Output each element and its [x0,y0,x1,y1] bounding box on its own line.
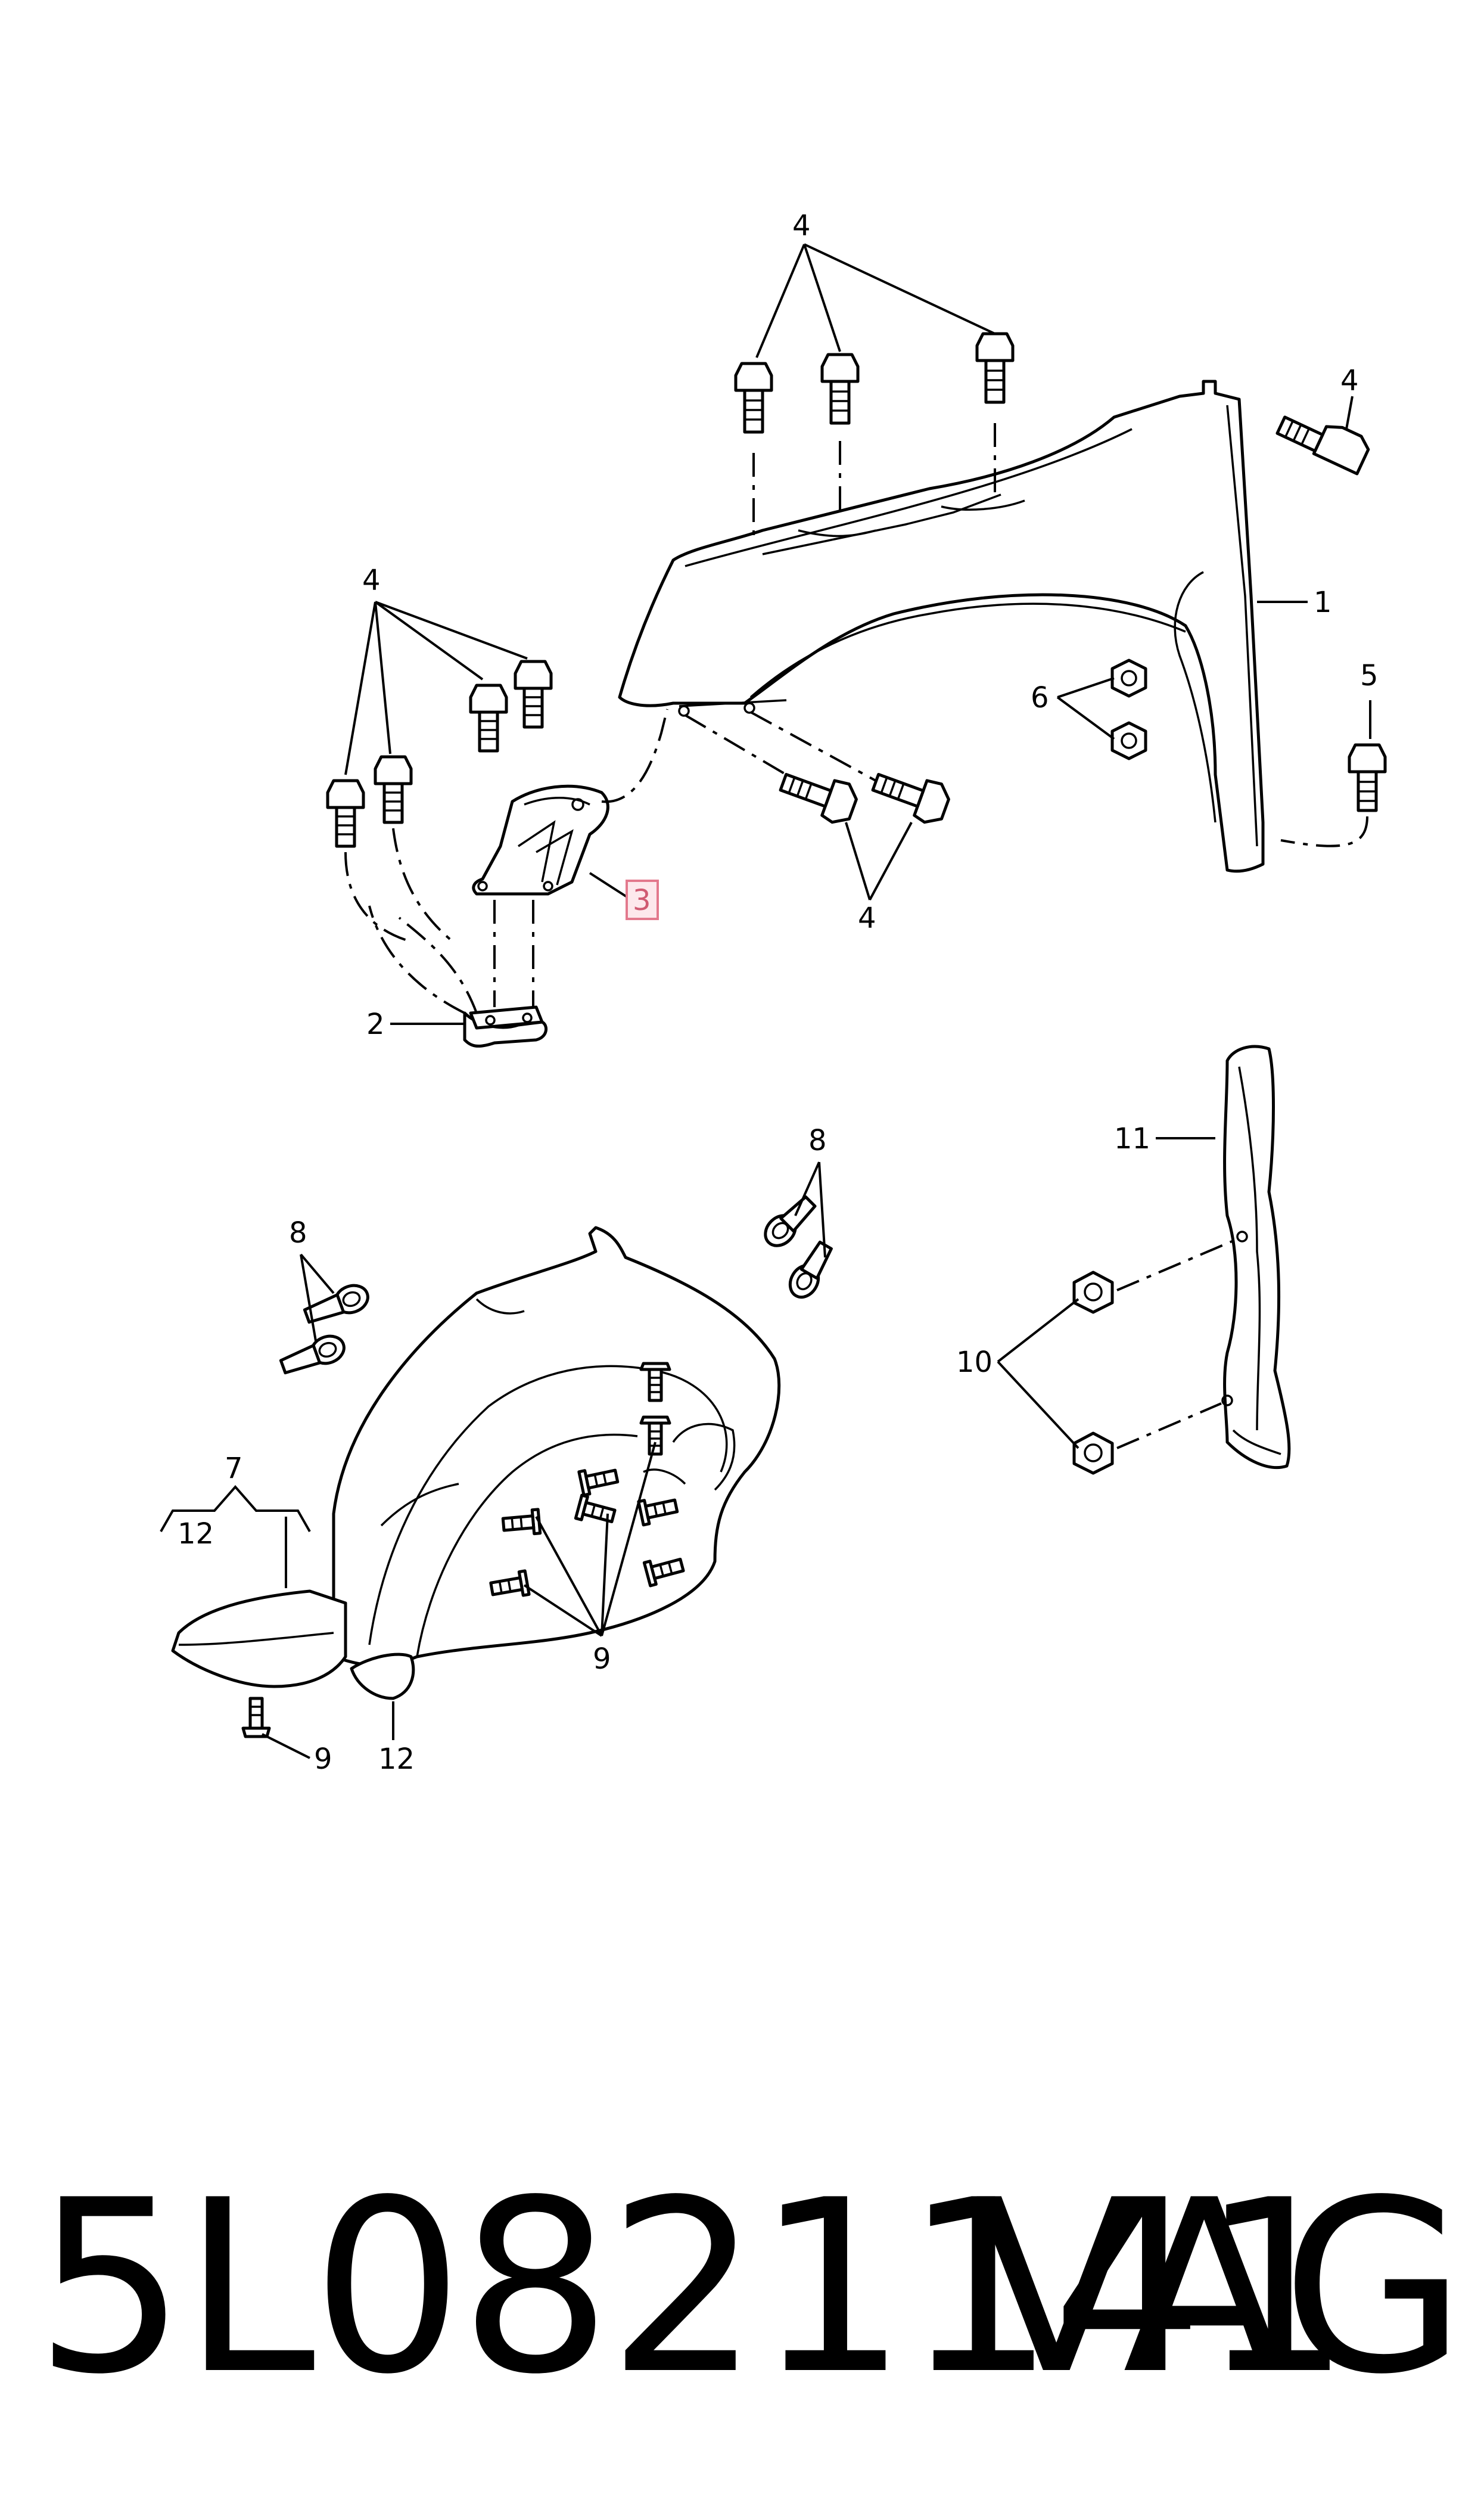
callout-4-bottom[interactable]: 4 [858,902,876,935]
callout-11[interactable]: 11 [1114,1122,1150,1156]
clip-set-part-8[interactable] [278,1192,836,1378]
callout-4-left[interactable]: 4 [362,564,381,597]
fender-part-1[interactable] [618,380,1265,873]
leader-lines [160,243,1371,1759]
callout-8-left[interactable]: 8 [289,1216,307,1250]
bolt-set-left[interactable] [326,660,553,943]
mud-flap-part-11[interactable] [1221,1045,1291,1470]
callout-labels: 4 4 1 5 6 4 4 3 2 8 8 11 10 7 12 9 9 12 [178,209,1379,1776]
bolt-part-5[interactable] [1280,743,1387,847]
wheel-arch-liner-part-12[interactable] [171,1226,781,1700]
callout-12-top[interactable]: 12 [178,1517,214,1551]
nut-set-part-10[interactable] [1072,1238,1237,1475]
bracket-part-2[interactable] [368,905,548,1048]
bolt-set-lower[interactable] [684,711,953,827]
callout-4-top[interactable]: 4 [792,209,811,243]
callout-8-right[interactable]: 8 [808,1124,827,1157]
exploded-parts-diagram: 4 4 1 5 6 4 4 3 2 8 8 11 10 7 12 9 9 12 [160,209,1387,1776]
callout-5[interactable]: 5 [1360,659,1379,692]
screw-set-part-9[interactable] [241,1362,685,1738]
callout-7[interactable]: 7 [225,1452,243,1485]
callout-6[interactable]: 6 [1031,681,1049,715]
callout-3-highlight [626,880,659,920]
callout-3[interactable]: 3 [633,884,651,917]
callout-9-mid[interactable]: 9 [593,1642,611,1676]
callout-4-right[interactable]: 4 [1340,364,1359,397]
bolt-set-top[interactable] [734,332,1015,536]
bracket-part-3[interactable] [472,709,668,1007]
nut-set-part-6[interactable] [1110,659,1147,760]
callout-9-bottom[interactable]: 9 [314,1743,332,1776]
brand-name: VAG [975,2150,1466,2427]
callout-10[interactable]: 10 [956,1346,993,1379]
callout-12-bottom[interactable]: 12 [378,1743,415,1776]
callout-2[interactable]: 2 [366,1008,385,1041]
callout-1[interactable]: 1 [1314,586,1332,619]
part-number: 5L0821141 [35,2150,1352,2427]
bolt-right[interactable] [1275,403,1372,476]
